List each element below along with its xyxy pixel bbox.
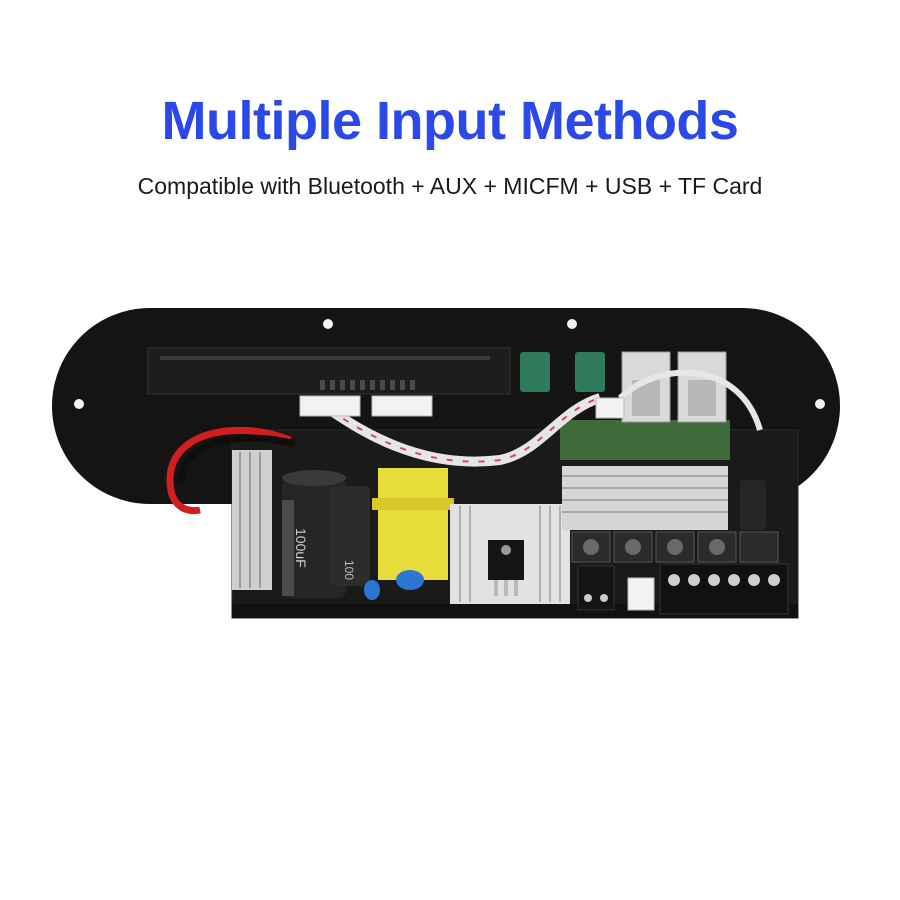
- heatsink-left: [232, 450, 272, 590]
- subheadline: Compatible with Bluetooth + AUX + MICFM …: [137, 173, 763, 199]
- potentiometer: [520, 352, 550, 392]
- amplifier-board-photo: 100uF 100: [52, 308, 840, 619]
- mounting-hole: [74, 399, 84, 409]
- svg-text:100: 100: [342, 560, 356, 580]
- connector: [627, 577, 655, 611]
- heatsink-right: [562, 466, 728, 530]
- connector: [371, 395, 433, 417]
- display-pcb: [147, 347, 511, 395]
- svg-text:100uF: 100uF: [293, 528, 309, 568]
- mounting-hole: [323, 319, 333, 329]
- heatsink-center: [450, 504, 570, 604]
- mounting-hole: [567, 319, 577, 329]
- connector: [595, 397, 625, 419]
- terminal-block: [577, 565, 615, 611]
- connector: [299, 395, 361, 417]
- potentiometer: [575, 352, 605, 392]
- terminal-block: [659, 563, 789, 615]
- inductor: [739, 531, 779, 563]
- transformer: [378, 468, 448, 580]
- mounting-hole: [815, 399, 825, 409]
- headline: Multiple Input Methods: [161, 91, 739, 151]
